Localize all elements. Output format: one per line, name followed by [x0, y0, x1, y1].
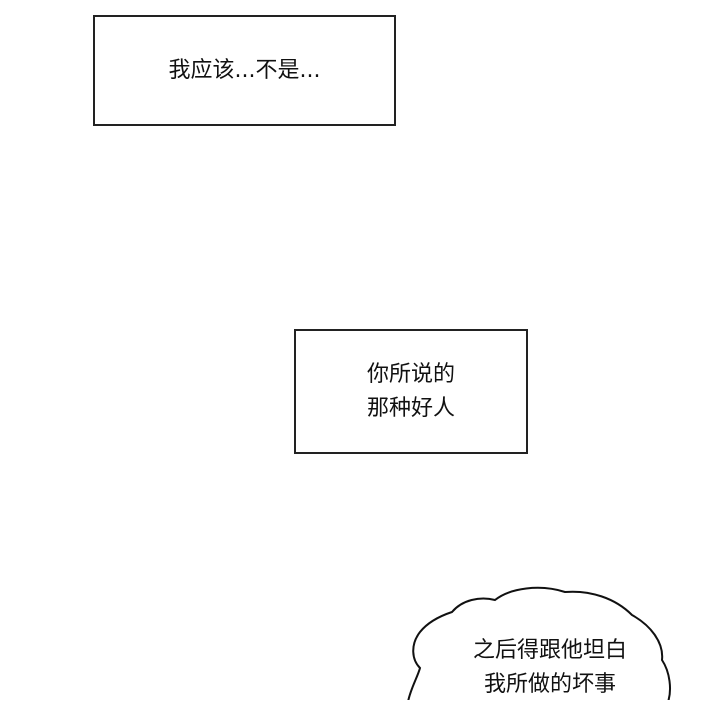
caption-box-2: 你所说的 那种好人	[294, 329, 528, 454]
caption-text: 我应该...不是...	[168, 57, 321, 83]
thought-bubble-text: 之后得跟他坦白 我所做的坏事	[430, 634, 670, 702]
caption-line: 那种好人	[366, 395, 455, 421]
caption-line: 你所说的	[366, 361, 455, 387]
bubble-line: 我所做的坏事	[483, 672, 616, 697]
bubble-line: 之后得跟他坦白	[472, 638, 627, 663]
caption-box-1: 我应该...不是...	[93, 15, 396, 126]
